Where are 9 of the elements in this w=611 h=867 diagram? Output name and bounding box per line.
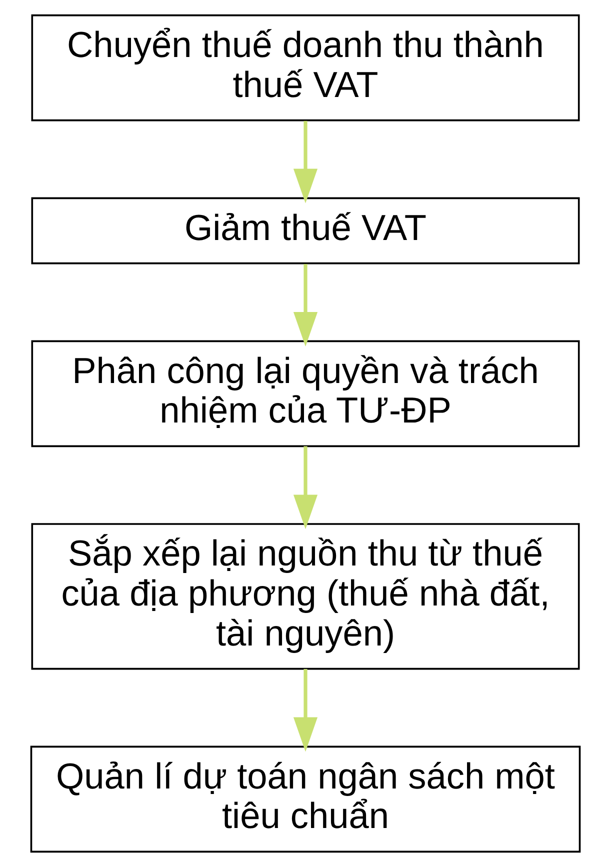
node-box: Quản lí dự toán ngân sách một tiêu chuẩn <box>30 746 581 853</box>
node-box: Chuyển thuế doanh thu thành thuế VAT <box>31 14 580 122</box>
arrow <box>293 120 318 204</box>
arrow <box>293 669 318 752</box>
node-box: Giảm thuế VAT <box>31 197 580 264</box>
node-box: Sắp xếp lại nguồn thu từ thuế của địa phương (thuế nhà đất, tài nguyên) <box>31 523 580 670</box>
arrow <box>293 264 318 346</box>
node-box: Phân công lại quyền và trách nhiệm của TƯ-ĐP <box>31 340 580 448</box>
arrow <box>293 446 318 530</box>
